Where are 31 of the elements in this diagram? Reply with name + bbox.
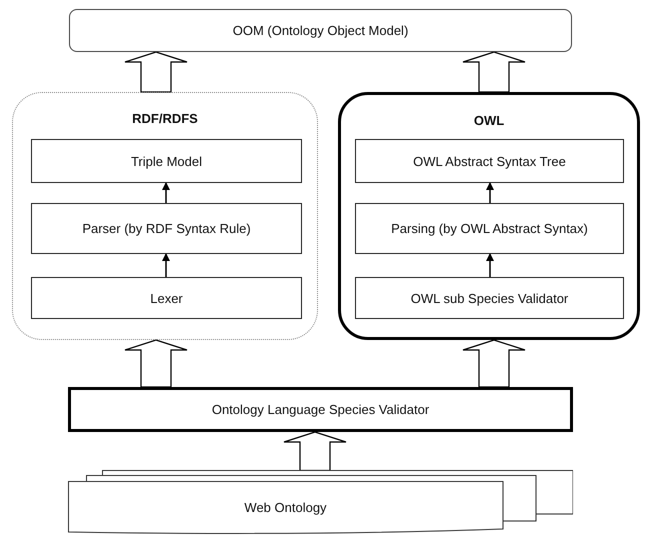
- arrow: [486, 182, 494, 203]
- process-box: [355, 277, 624, 319]
- process-box: [31, 277, 302, 319]
- arrow: [162, 253, 170, 277]
- node-label: OWL sub Species Validator: [410, 290, 568, 306]
- arrow: [162, 182, 170, 203]
- process-box: [355, 139, 624, 183]
- process-box: [31, 203, 302, 254]
- arrow: [486, 253, 494, 277]
- block-arrow: [124, 51, 188, 93]
- document-stack: [68, 470, 573, 534]
- validator-box: [68, 387, 573, 432]
- group-title: RDF/RDFS: [132, 111, 198, 126]
- group-panel: [12, 92, 318, 340]
- group-panel: [338, 92, 640, 340]
- node-label: Web Ontology: [243, 500, 328, 515]
- block-arrow: [462, 339, 526, 388]
- module-box: [69, 9, 572, 52]
- node-label: Ontology Language Species Validator: [212, 402, 430, 417]
- group-title: OWL: [474, 113, 504, 128]
- process-box: [355, 203, 624, 254]
- node-label: Triple Model: [130, 154, 202, 168]
- node-label: Parser (by RDF Syntax Rule): [82, 221, 251, 236]
- node-label: Parsing (by OWL Abstract Syntax): [391, 221, 588, 236]
- node-label: OWL Abstract Syntax Tree: [413, 154, 566, 168]
- node-label: Lexer: [150, 290, 183, 306]
- block-arrow: [283, 431, 347, 472]
- node-label: OOM (Ontology Object Model): [232, 23, 408, 38]
- block-arrow: [462, 51, 526, 93]
- block-arrow: [124, 339, 188, 388]
- process-box: [31, 139, 302, 183]
